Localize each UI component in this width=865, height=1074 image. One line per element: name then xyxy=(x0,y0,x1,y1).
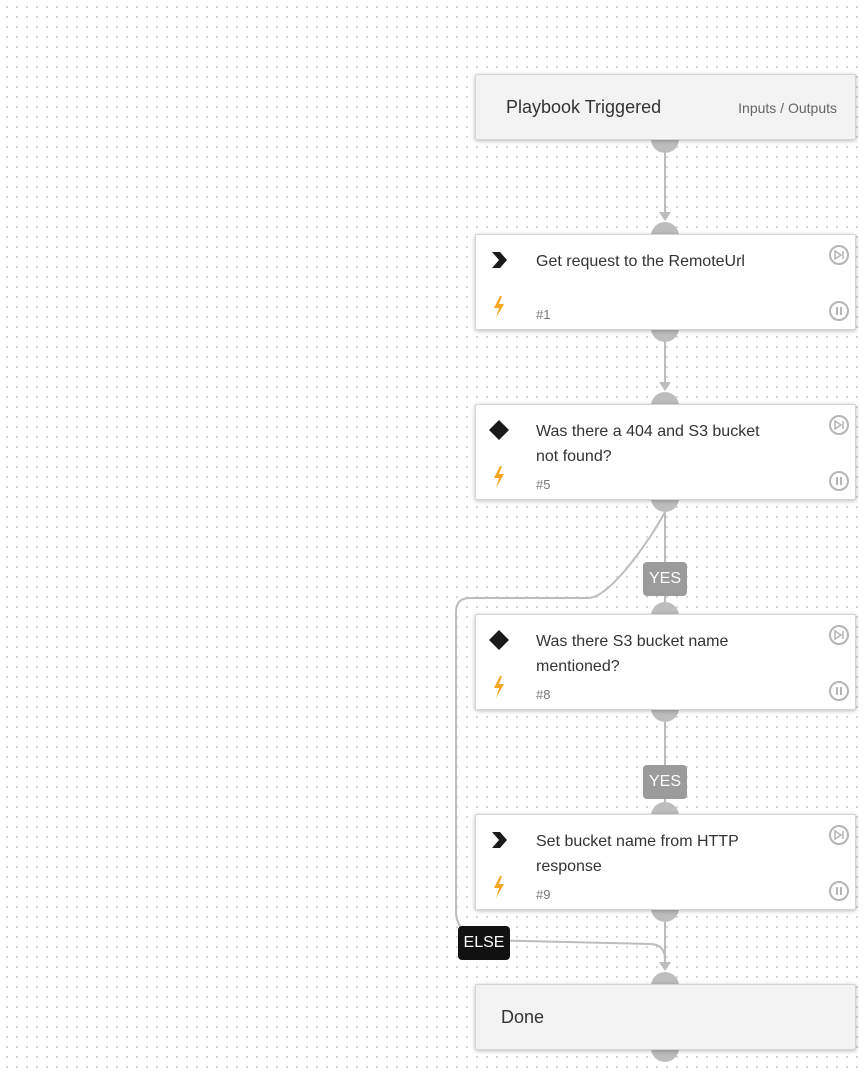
task-node-9[interactable]: Set bucket name from HTTP response #9 xyxy=(475,814,856,910)
skip-icon xyxy=(834,829,844,841)
bolt-icon xyxy=(494,676,504,698)
task-number: #9 xyxy=(536,887,551,902)
task-node-1[interactable]: Get request to the RemoteUrl #1 xyxy=(475,234,856,330)
task5-input-port[interactable] xyxy=(651,392,679,406)
pause-task-button[interactable] xyxy=(829,681,849,701)
task9-output-port[interactable] xyxy=(651,908,679,922)
task-number: #1 xyxy=(536,307,551,322)
pause-icon xyxy=(836,687,842,695)
skip-task-button[interactable] xyxy=(829,245,849,265)
task1-output-port[interactable] xyxy=(651,328,679,342)
skip-icon xyxy=(834,419,844,431)
done-title: Done xyxy=(501,1007,545,1027)
task-title: Set bucket name from HTTP response xyxy=(536,833,739,875)
task8-output-port[interactable] xyxy=(651,708,679,722)
task-node-8[interactable]: Was there S3 bucket name mentioned? #8 xyxy=(475,614,856,710)
task8-input-port[interactable] xyxy=(651,602,679,616)
skip-task-button[interactable] xyxy=(829,415,849,435)
pause-task-button[interactable] xyxy=(829,471,849,491)
task-number: #5 xyxy=(536,477,551,492)
done-output-port[interactable] xyxy=(651,1048,679,1062)
inputs-outputs-link[interactable]: Inputs / Outputs xyxy=(738,100,837,116)
skip-task-button[interactable] xyxy=(829,625,849,645)
task5-output-port[interactable] xyxy=(651,498,679,512)
task-node-5[interactable]: Was there a 404 and S3 bucket not found?… xyxy=(475,404,856,500)
task-title: Was there S3 bucket name mentioned? xyxy=(536,633,729,675)
skip-icon xyxy=(834,249,844,261)
pause-icon xyxy=(836,477,842,485)
edge-task5-to-done-else xyxy=(455,511,666,961)
pause-icon xyxy=(836,887,842,895)
diamond-icon xyxy=(489,420,509,440)
chevron-icon xyxy=(492,252,507,268)
start-title: Playbook Triggered xyxy=(506,97,662,117)
done-node[interactable]: Done xyxy=(475,984,856,1050)
task-number: #8 xyxy=(536,687,551,702)
chevron-icon xyxy=(492,832,507,848)
playbook-triggered-node[interactable]: Playbook Triggered Inputs / Outputs xyxy=(475,74,856,140)
bolt-icon xyxy=(494,466,504,488)
yes-condition-label[interactable]: YES xyxy=(643,562,687,596)
task-title: Was there a 404 and S3 bucket not found? xyxy=(536,423,760,465)
skip-icon xyxy=(834,629,844,641)
pause-icon xyxy=(836,307,842,315)
skip-task-button[interactable] xyxy=(829,825,849,845)
done-input-port[interactable] xyxy=(651,972,679,986)
start-output-port[interactable] xyxy=(651,139,679,153)
task-title: Get request to the RemoteUrl xyxy=(536,253,745,270)
task1-input-port[interactable] xyxy=(651,222,679,236)
pause-task-button[interactable] xyxy=(829,881,849,901)
task9-input-port[interactable] xyxy=(651,802,679,816)
bolt-icon xyxy=(494,876,504,898)
bolt-icon xyxy=(494,296,504,318)
pause-task-button[interactable] xyxy=(829,301,849,321)
else-condition-label[interactable]: ELSE xyxy=(458,926,510,960)
yes-condition-label[interactable]: YES xyxy=(643,765,687,799)
diamond-icon xyxy=(489,630,509,650)
